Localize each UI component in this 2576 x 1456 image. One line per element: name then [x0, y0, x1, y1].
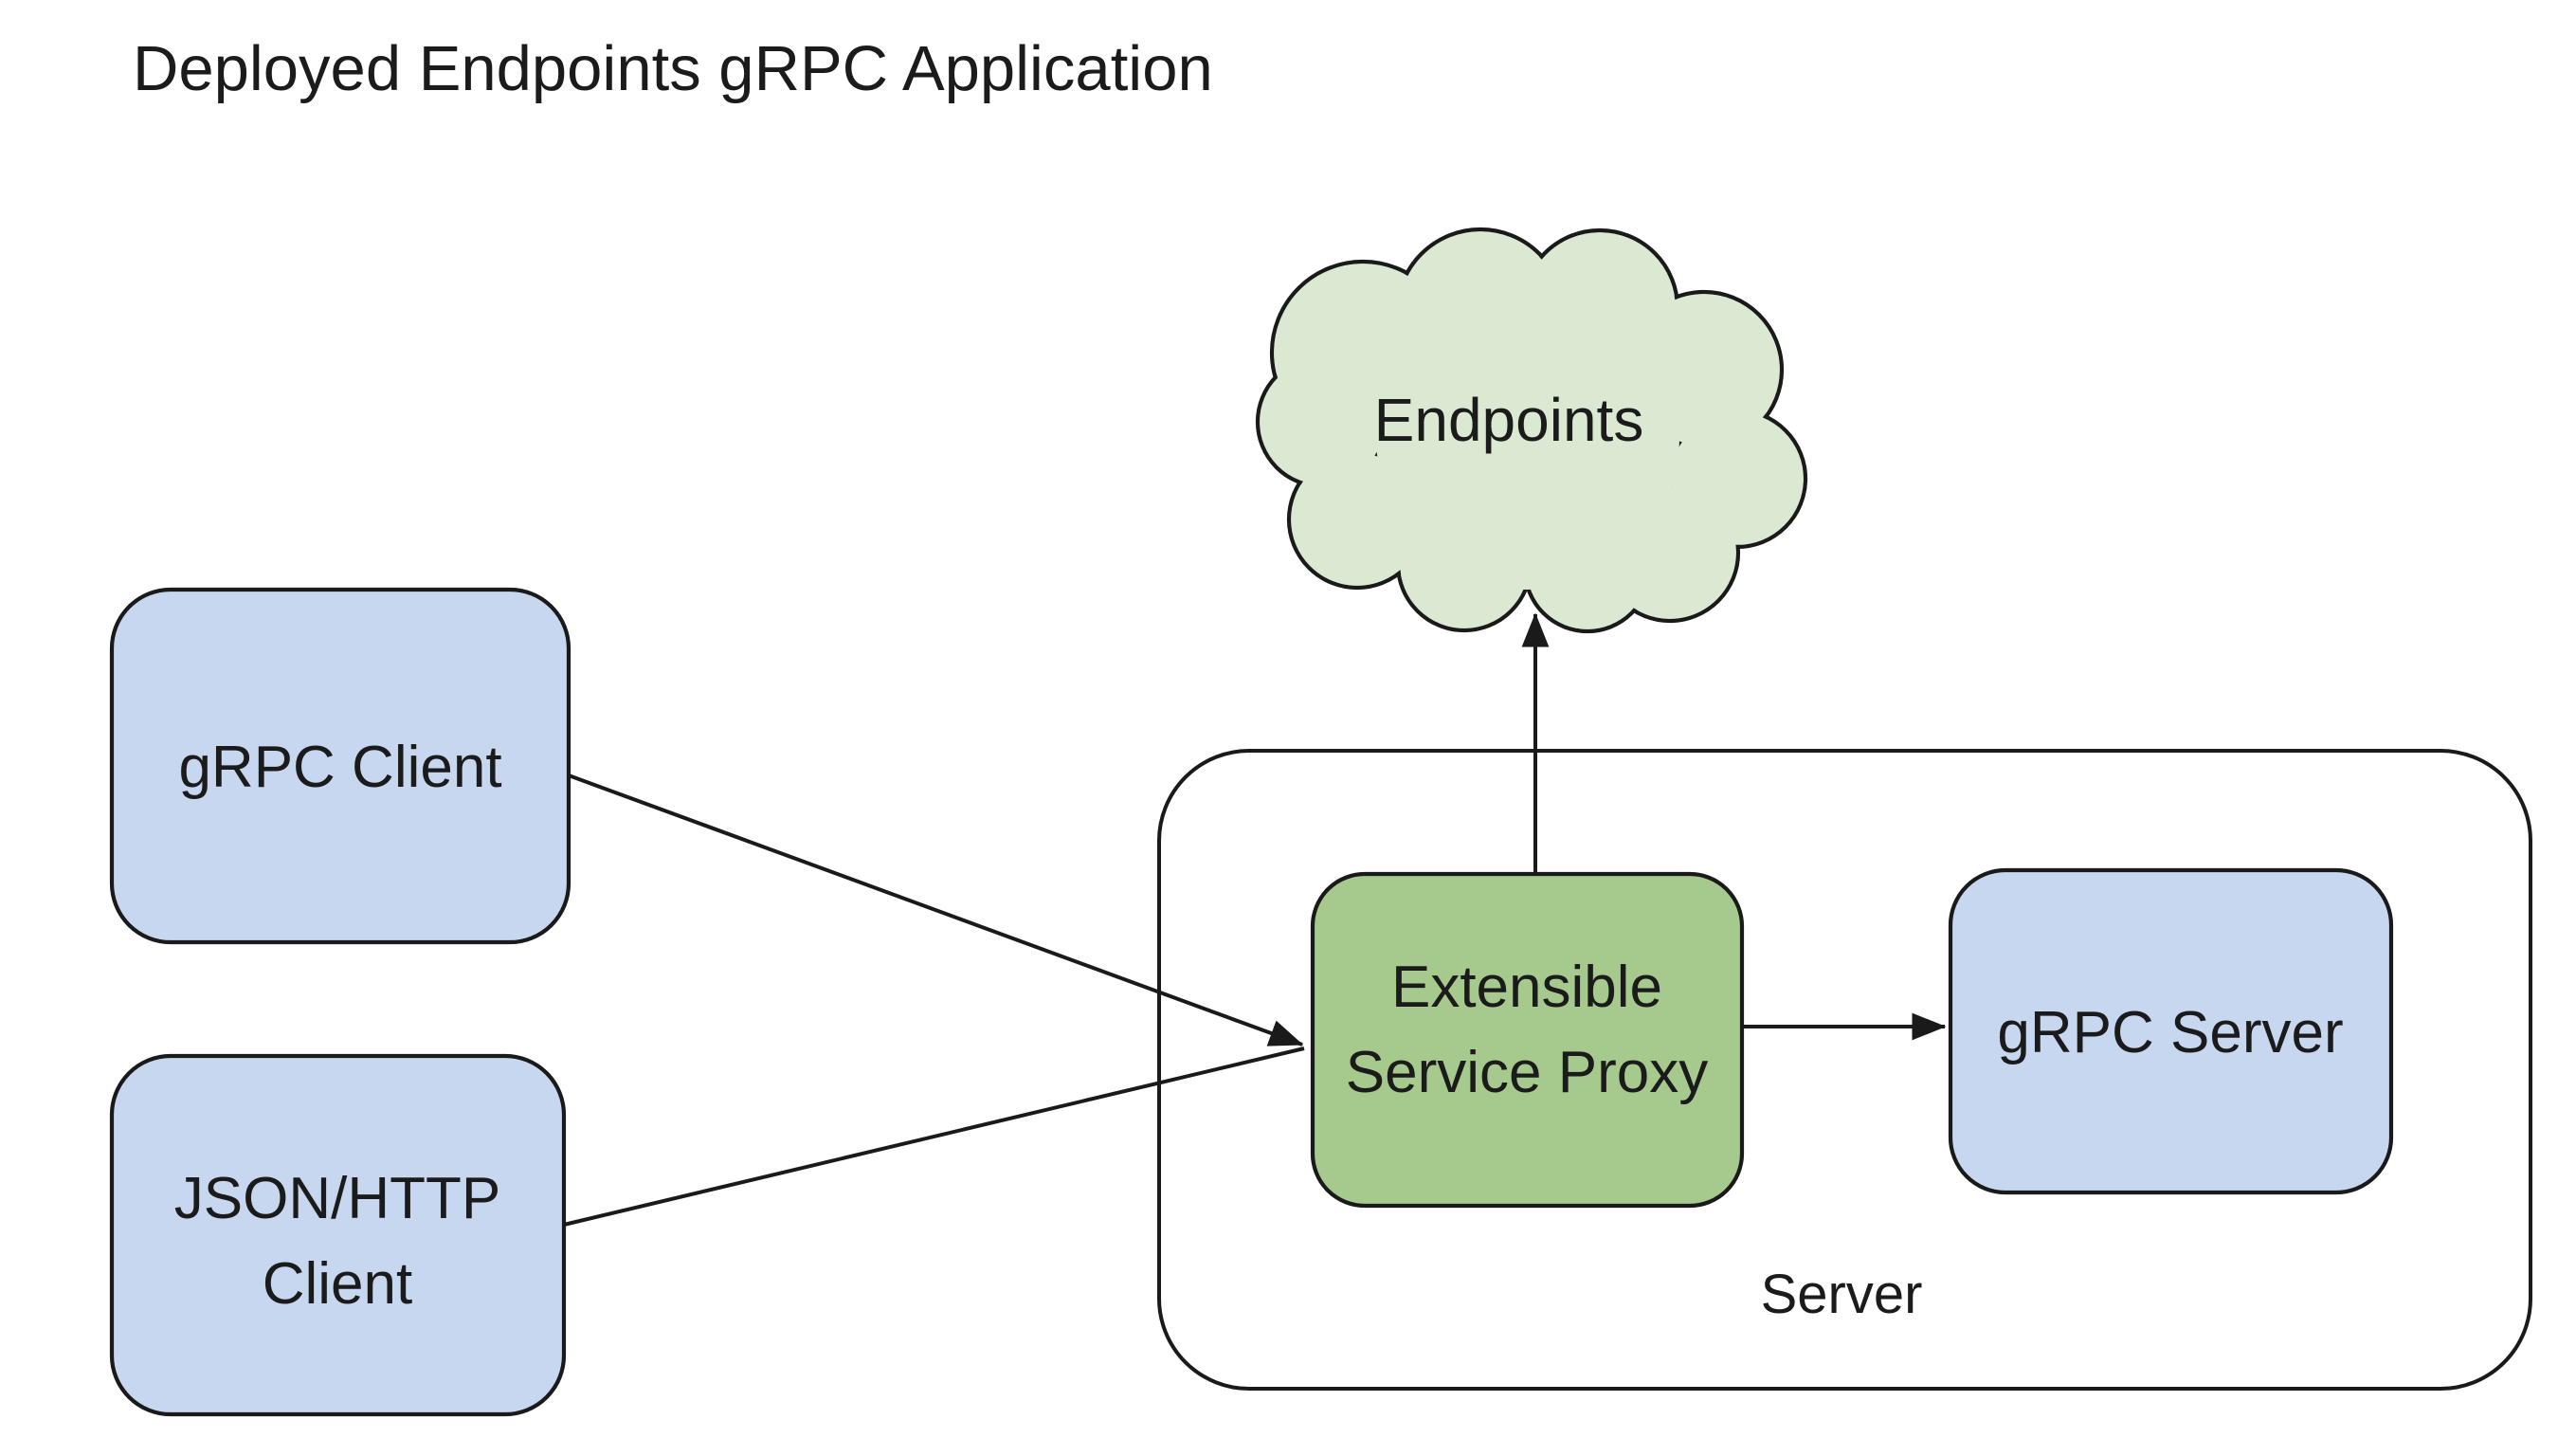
grpc-client-label: gRPC Client: [178, 735, 501, 800]
json-http-client-box: [109, 1053, 567, 1417]
grpc-client-box: [109, 587, 571, 945]
extensible-service-proxy-box: [1310, 871, 1745, 1209]
node-extensible-service-proxy: Extensible Service Proxy: [1310, 871, 1745, 1209]
diagram-title: Deployed Endpoints gRPC Application: [133, 33, 1213, 104]
json-http-client-label-line2: Client: [263, 1251, 413, 1317]
edge-json-http-client-to-esp: [563, 1046, 1305, 1227]
grpc-server-box: [1948, 867, 2394, 1195]
server-group-label: Server: [1761, 1264, 1923, 1325]
extensible-service-proxy-label-line1: Extensible: [1391, 955, 1662, 1020]
grpc-server-label: gRPC Server: [1997, 1000, 2343, 1065]
cloud-fill: [1260, 231, 1804, 629]
edge-grpc-client-to-esp: [568, 774, 1304, 1046]
json-http-client-label-line1: JSON/HTTP: [174, 1166, 500, 1231]
edges: [563, 612, 1947, 1227]
node-grpc-server: gRPC Server: [1948, 867, 2394, 1195]
node-grpc-client: gRPC Client: [109, 587, 571, 945]
endpoints-cloud-label: Endpoints: [1374, 386, 1644, 454]
endpoints-cloud: Endpoints: [1255, 227, 1808, 634]
node-json-http-client: JSON/HTTP Client: [109, 1053, 567, 1417]
extensible-service-proxy-label-line2: Service Proxy: [1346, 1040, 1708, 1105]
